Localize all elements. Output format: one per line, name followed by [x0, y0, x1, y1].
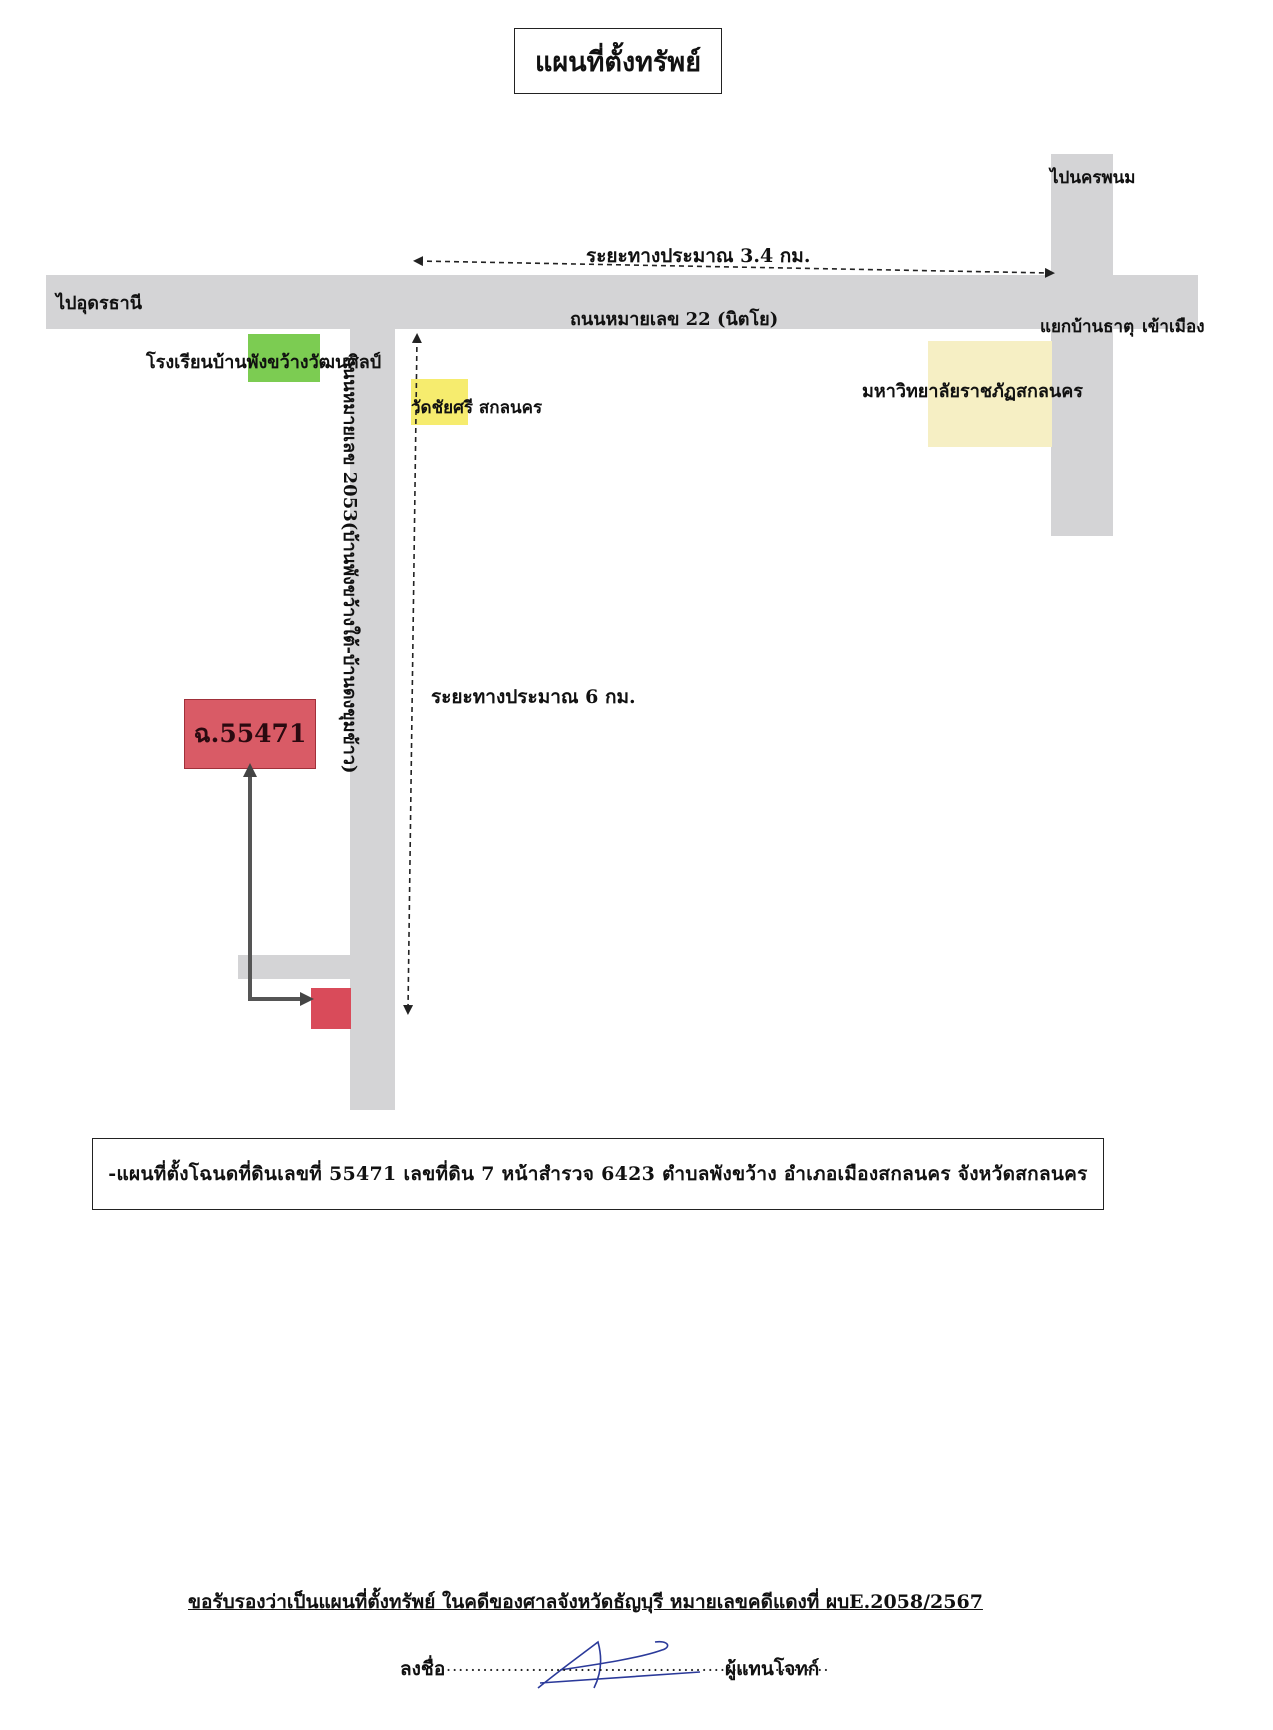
- deed-caption: -แผนที่ตั้งโฉนดที่ดินเลขที่ 55471 เลขที่…: [92, 1138, 1104, 1210]
- to-city-label: เข้าเมือง: [1142, 317, 1205, 337]
- parcel-marker: [311, 988, 351, 1029]
- university-marker: [928, 341, 1052, 447]
- vertical-distance-label: ระยะทางประมาณ 6 กม.: [431, 686, 636, 708]
- main-road-label: ถนนหมายเลข 22 (นิตโย): [570, 309, 779, 330]
- signature-scribble: [537, 1640, 701, 1689]
- side-road-label: ถนนหมายเลข 2053(บ้านพังขว้างใต้-บ้านดงขุ…: [339, 356, 360, 774]
- deed-label: ฉ.55471: [184, 699, 316, 769]
- nakhon-phanom-road: [1051, 154, 1113, 536]
- temple-label: วัดชัยศรี สกลนคร: [411, 394, 542, 421]
- side-road: [350, 325, 395, 1110]
- junction-label: แยกบ้านธาตุ: [1040, 317, 1135, 337]
- main-road: [46, 275, 1198, 329]
- signature-label: ลงชื่อ: [400, 1658, 446, 1680]
- university-label: มหาวิทยาลัยราชภัฏสกลนคร: [862, 381, 1083, 402]
- horizontal-distance-arrow: [413, 256, 1055, 278]
- map-title: แผนที่ตั้งทรัพย์: [514, 28, 722, 94]
- temple-label-highlight: วัดชัยศรี: [411, 398, 474, 418]
- parcel-pointer-arrow: [243, 763, 314, 1006]
- to-udon-label: ไปอุดรธานี: [56, 293, 143, 314]
- to-nakhon-phanom-label: ไปนครพนม: [1050, 168, 1136, 188]
- temple-label-rest: สกลนคร: [473, 398, 543, 418]
- school-label: โรงเรียนบ้านพังขว้างวัฒนศิลป์: [146, 352, 382, 373]
- signature-role: ผู้แทนโจทก์: [725, 1658, 820, 1680]
- horizontal-distance-label: ระยะทางประมาณ 3.4 กม.: [586, 245, 811, 267]
- certification-text: ขอรับรองว่าเป็นแผนที่ตั้งทรัพย์ ในคดีของ…: [188, 1591, 983, 1613]
- school-marker: [248, 334, 320, 382]
- vertical-distance-arrow: [403, 333, 422, 1015]
- signature-line: ........................................…: [446, 1656, 830, 1675]
